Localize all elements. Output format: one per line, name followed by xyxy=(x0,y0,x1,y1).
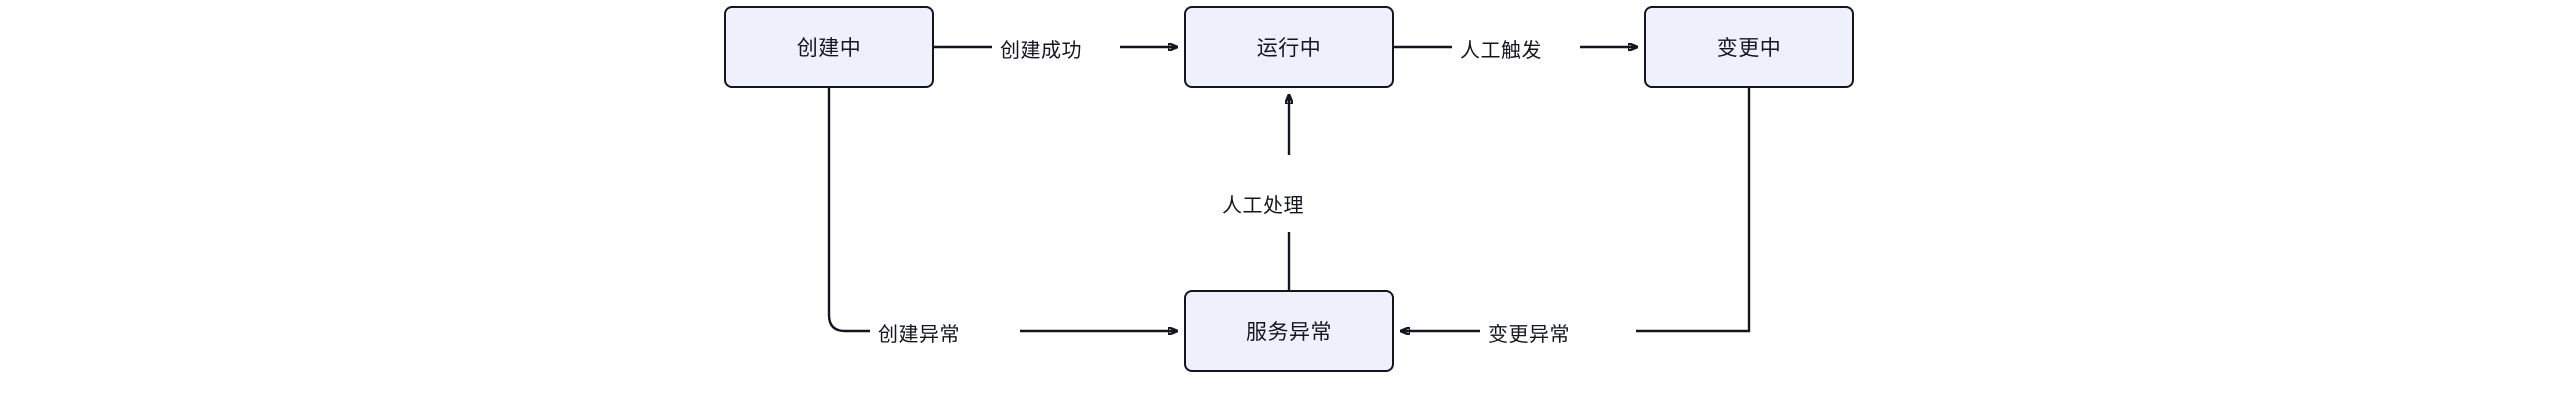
edge-label-change-error-text: 变更异常 xyxy=(1488,324,1570,346)
node-creating-label: 创建中 xyxy=(796,37,862,60)
edge-label-create-error-text: 创建异常 xyxy=(878,324,960,346)
node-creating[interactable]: 创建中 xyxy=(724,6,934,88)
node-running-label: 运行中 xyxy=(1256,37,1322,60)
node-service-abnormal-label: 服务异常 xyxy=(1246,321,1332,344)
edge-label-change-error: 变更异常 xyxy=(1488,318,1570,347)
edge-label-manual-handle: 人工处理 xyxy=(1222,189,1304,218)
node-running[interactable]: 运行中 xyxy=(1184,6,1394,88)
connector-create-error-left xyxy=(827,88,870,333)
edge-label-manual-trigger-text: 人工触发 xyxy=(1460,40,1542,62)
edge-label-create-success: 创建成功 xyxy=(1000,34,1082,63)
connector-change-error-right xyxy=(1636,88,1751,333)
edge-label-manual-handle-text: 人工处理 xyxy=(1222,195,1304,217)
node-changing[interactable]: 变更中 xyxy=(1644,6,1854,88)
node-service-abnormal[interactable]: 服务异常 xyxy=(1184,290,1394,372)
edge-label-create-error: 创建异常 xyxy=(878,318,960,347)
edge-label-create-success-text: 创建成功 xyxy=(1000,40,1082,62)
edge-label-manual-trigger: 人工触发 xyxy=(1460,34,1542,63)
node-changing-label: 变更中 xyxy=(1716,37,1782,60)
